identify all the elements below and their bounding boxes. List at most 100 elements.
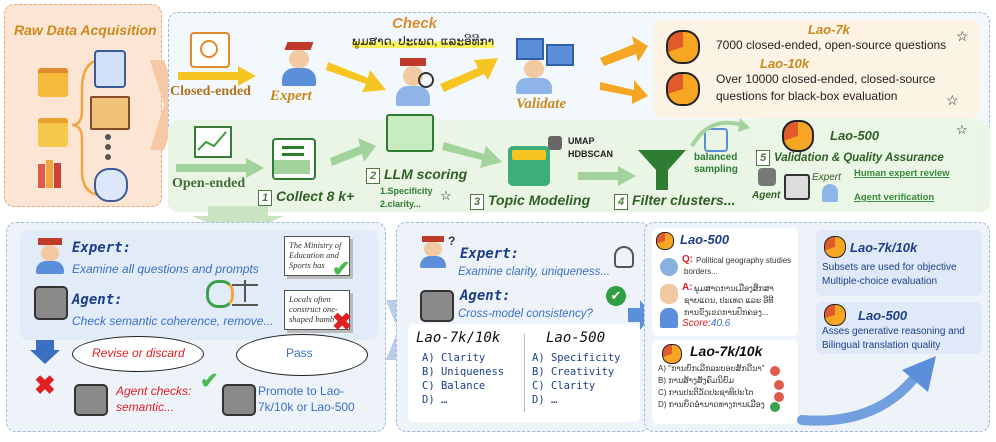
lao7k-desc: 7000 closed-ended, open-source questions — [716, 38, 947, 52]
star-icon: ☆ — [440, 188, 452, 203]
step2-note-2: 2.clarity... — [380, 199, 421, 209]
a-text-2: ຊາຍແດນ, ປະເທດ ແລະ ອີທີ — [684, 296, 774, 305]
lao10k-desc-1: Over 10000 closed-ended, closed-source — [716, 72, 936, 86]
paint-roller-icon — [508, 146, 550, 186]
pie-chart-icon — [662, 344, 682, 364]
folder-icon — [38, 68, 68, 97]
revise-bubble — [72, 336, 204, 372]
question-icon: ? — [448, 234, 456, 248]
step4-text: Filter clusters... — [632, 192, 736, 208]
cross-icon: ✖ — [332, 309, 353, 336]
a-label: A: — [682, 282, 693, 293]
arrow-green-3 — [578, 166, 636, 186]
promote-1: Promote to Lao- — [258, 384, 345, 398]
school-icon — [90, 96, 130, 130]
bm-expert-desc: Examine clarity, uniqueness... — [458, 266, 610, 278]
card-line: construct one- — [289, 304, 338, 314]
pass-bubble — [236, 334, 368, 376]
monitor-icon — [386, 114, 434, 152]
human-review-label: Human expert review — [854, 168, 950, 179]
curved-arrow — [690, 118, 750, 148]
option: D) ການຍຶດອຳນາດທາງການເມືອງ — [658, 400, 765, 409]
expert-avatar-icon — [822, 184, 838, 202]
star-icon: ☆ — [946, 92, 959, 108]
arrow-diag-up — [440, 58, 498, 92]
check-circle-icon: ✔ — [606, 286, 626, 306]
revise-text: Revise or discard — [92, 346, 185, 360]
pie-chart-icon — [656, 232, 674, 250]
expert-avatar-icon — [34, 238, 66, 274]
r2-title: Lao-500 — [858, 308, 908, 323]
expert-small-label: Expert — [812, 172, 841, 183]
robot-icon — [420, 290, 454, 322]
step2-note-1: 1.Specificity — [380, 186, 433, 196]
col1-item: B) Uniqueness — [422, 366, 505, 378]
bl-agent-title: Agent: — [72, 292, 123, 308]
step4-number: 4 — [614, 194, 628, 210]
bm-agent-desc: Cross-model consistency? — [458, 308, 593, 320]
card-top-title: Lao-500 — [680, 232, 730, 247]
option: A) "ການຍົກເລີກລະບອບສັກດີນາ" — [658, 364, 765, 373]
bracket-connector — [71, 58, 103, 197]
cross-icon: ✖ — [34, 370, 56, 400]
robot-icon — [34, 286, 68, 320]
option: C) ການປະຕິວັດປະຊາທິປະໄຕ — [658, 388, 754, 397]
step3-text: Topic Modeling — [488, 192, 591, 208]
arrow-to-lao10k — [600, 80, 648, 104]
folder-icon — [38, 118, 68, 147]
check-icon: ✔ — [200, 368, 219, 393]
pass-text: Pass — [286, 346, 313, 360]
arrow-diag-down — [326, 62, 386, 92]
step3-number: 3 — [470, 194, 484, 210]
reject-icon — [774, 380, 784, 390]
doc-card-fail: Locals often construct one- shaped bamb — [284, 290, 350, 330]
arrow-green-2 — [442, 142, 502, 168]
envelope-icon — [272, 138, 316, 180]
swap-icon — [784, 174, 810, 200]
col2-item: A) Specificity — [532, 352, 621, 364]
star-icon: ☆ — [956, 28, 969, 44]
pie-chart-icon — [824, 304, 846, 326]
books-icon — [38, 160, 68, 188]
pie-chart-icon — [666, 30, 700, 64]
validate-label: Validate — [516, 96, 567, 112]
check-lao-text: ພູມສາດ, ປະເພດ, ແລະອີທີກາ — [352, 34, 495, 48]
robot-icon — [660, 258, 678, 276]
network-icon — [704, 128, 728, 152]
flow-arrow-down — [192, 206, 284, 236]
score: Score:40.6 — [682, 318, 730, 329]
card-line: shaped bamb — [289, 314, 335, 324]
checker-avatar-icon — [390, 58, 436, 106]
arrow-green-1 — [330, 138, 376, 166]
r1-title: Lao-7k/10k — [850, 240, 918, 255]
arrow-right-green — [176, 158, 264, 178]
col1-item: C) Balance — [422, 380, 486, 392]
card-line: Sports has — [289, 260, 325, 270]
card-line: Education and — [289, 250, 339, 260]
lightbulb-icon — [614, 246, 634, 268]
balanced-line-1: balanced — [694, 152, 738, 163]
expert-avatar-icon — [418, 236, 448, 268]
curved-arrow-up — [797, 356, 936, 426]
expert-avatar-icon — [278, 42, 320, 86]
col2-item: D) … — [532, 394, 558, 406]
flow-arrow — [150, 60, 180, 150]
agent-checks-2: semantic... — [116, 400, 175, 414]
step5-text: Validation & Quality Assurance — [774, 152, 944, 164]
star-icon: ☆ — [956, 122, 968, 137]
pie-chart-icon — [824, 236, 846, 258]
arrow-right — [178, 66, 256, 86]
arrow-to-lao7k — [600, 36, 648, 66]
step1-text: Collect 8 k+ — [276, 188, 355, 204]
recycle-icon — [206, 280, 234, 308]
score-value: 40.6 — [710, 318, 731, 329]
q-text-1: Political geography studies — [696, 256, 792, 265]
step2-number: 2 — [366, 168, 380, 184]
lao7k-title: Lao-7k — [808, 22, 850, 37]
step3-note-1: UMAP — [568, 136, 595, 146]
checklist-icon — [94, 50, 126, 88]
col2-title: Lao-500 — [546, 330, 606, 346]
